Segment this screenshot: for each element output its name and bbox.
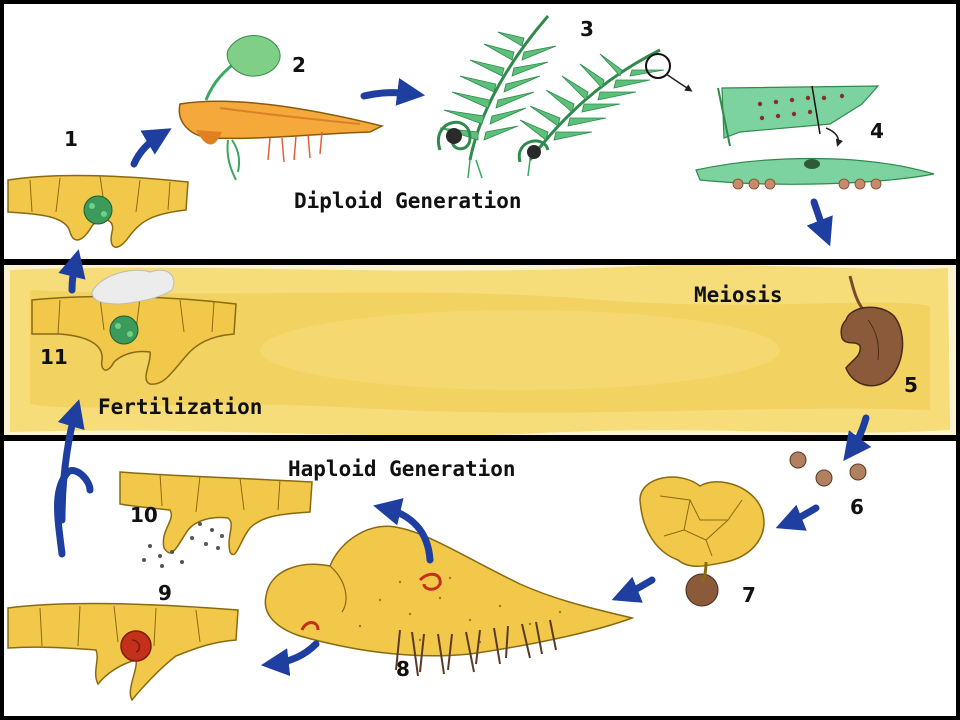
arrow-11-to-1 <box>58 249 86 294</box>
stage-number-4: 4 <box>870 119 884 143</box>
stage-number-6: 6 <box>850 495 864 519</box>
stage-8-prothallus <box>264 525 635 677</box>
stage-number-1: 1 <box>64 127 78 151</box>
stage-number-2: 2 <box>292 53 306 77</box>
arrow-4-to-5 <box>806 198 833 247</box>
label-fertilization: Fertilization <box>98 395 262 419</box>
stage-number-8: 8 <box>396 657 410 681</box>
stage-number-11: 11 <box>40 345 68 369</box>
stage-6-spores <box>789 451 867 487</box>
arrow-7-to-8 <box>611 576 656 603</box>
stage-3-mature-fern <box>436 15 693 179</box>
stage-4-frond-with-sori <box>695 85 935 190</box>
stage-11-fertilization <box>31 269 237 385</box>
stage-10-antheridium-sperm <box>119 471 313 568</box>
stage-9-archegonium-with-egg <box>7 602 239 702</box>
arrow-8-to-9 <box>260 640 320 677</box>
arrow-2-to-3 <box>360 78 426 106</box>
stage-number-7: 7 <box>742 583 756 607</box>
stage-5-sporangium <box>840 275 904 387</box>
arrow-9-to-11 <box>57 399 85 524</box>
label-meiosis: Meiosis <box>694 283 783 307</box>
arrow-1-to-2 <box>130 128 172 168</box>
stage-number-10: 10 <box>130 503 158 527</box>
label-haploid-generation: Haploid Generation <box>288 457 516 481</box>
stage-2-young-sporophyte <box>178 35 385 181</box>
arrow-5-to-6 <box>843 414 872 461</box>
cycle-arrows <box>54 78 872 677</box>
arrow-8-to-10 <box>373 498 434 564</box>
stage-7-young-gametophyte <box>639 476 765 607</box>
stage-number-9: 9 <box>158 581 172 605</box>
stage-1-embryo-in-archegonium <box>7 174 189 248</box>
stage-number-3: 3 <box>580 17 594 41</box>
arrow-6-to-7 <box>775 504 820 531</box>
stage-number-5: 5 <box>904 373 918 397</box>
label-diploid-generation: Diploid Generation <box>294 189 522 213</box>
